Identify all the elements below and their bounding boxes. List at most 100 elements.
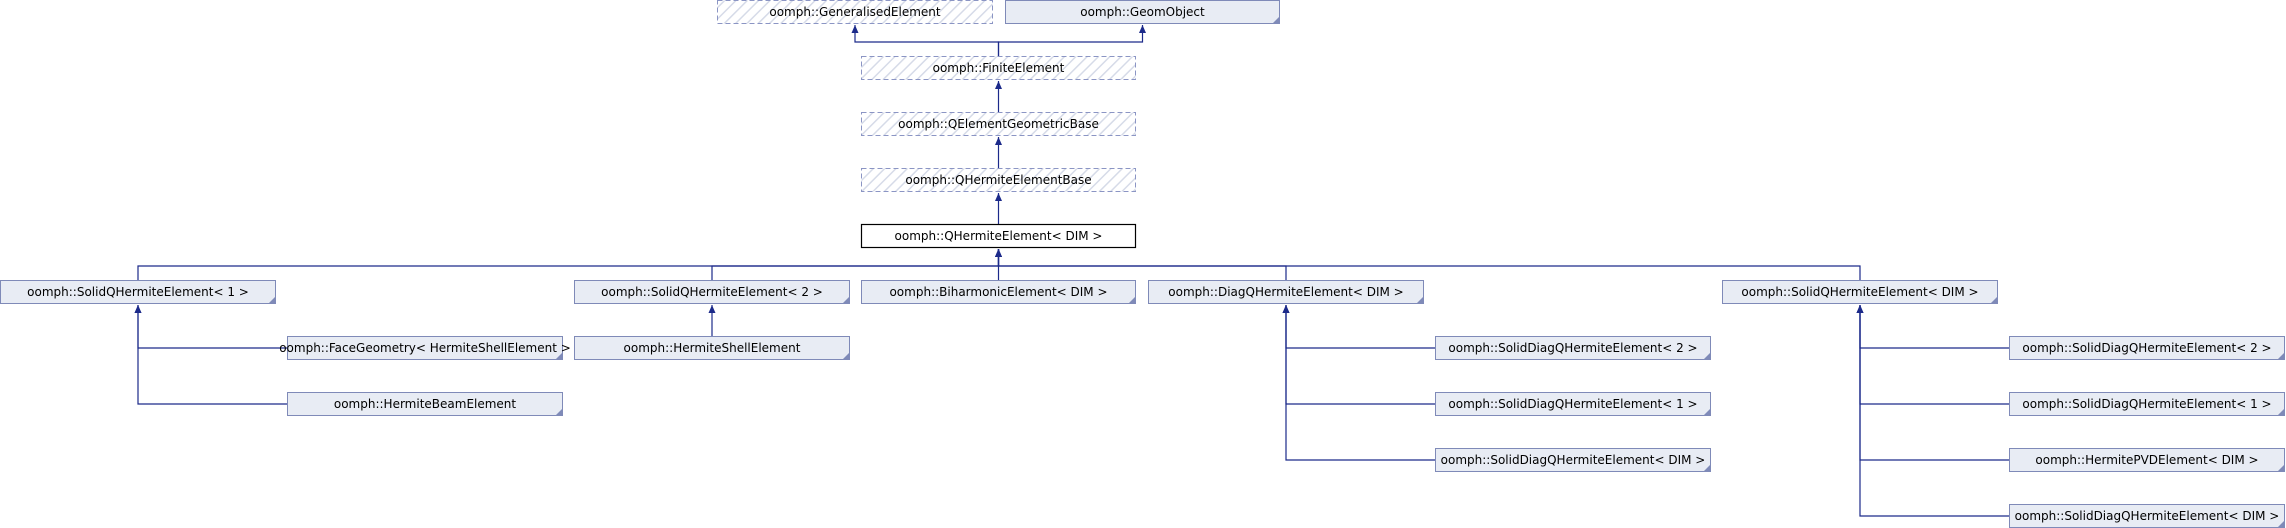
class-box[interactable] [574,336,850,360]
class-box[interactable] [1005,0,1280,24]
class-label[interactable]: oomph::DiagQHermiteElement< DIM > [1168,285,1403,299]
class-box[interactable] [287,392,563,416]
edge-line [137,305,287,349]
edge-arrowhead [1139,25,1146,33]
edge-line [1285,305,1435,349]
edge-line [1285,305,1435,405]
class-node-diag[interactable]: oomph::DiagQHermiteElement< DIM > [1148,280,1424,304]
edge-line [1285,305,1435,461]
class-label[interactable]: oomph::BiharmonicElement< DIM > [889,285,1107,299]
class-node-sdiag1a[interactable]: oomph::SolidDiagQHermiteElement< 1 > [1435,392,1711,416]
class-box[interactable] [861,112,1136,136]
class-node-qgeom[interactable]: oomph::QElementGeometricBase [861,112,1136,136]
box-fold-corner [556,409,562,415]
class-box[interactable] [1722,280,1998,304]
inheritance-edge [134,305,287,349]
class-box[interactable] [2009,336,2285,360]
class-node-sdiagdimb[interactable]: oomph::SolidDiagQHermiteElement< DIM > [2009,504,2285,528]
inheritance-edge [1856,305,2009,349]
class-node-sdiag1b[interactable]: oomph::SolidDiagQHermiteElement< 1 > [2009,392,2285,416]
box-fold-corner [843,297,849,303]
class-node-finite[interactable]: oomph::FiniteElement [861,56,1136,80]
class-box[interactable] [1435,392,1711,416]
class-node-biharm[interactable]: oomph::BiharmonicElement< DIM > [861,280,1136,304]
class-box[interactable] [2009,392,2285,416]
box-fold-corner [1704,409,1710,415]
edge-line [1859,305,2009,349]
class-node-facegeom[interactable]: oomph::FaceGeometry< HermiteShellElement… [279,336,571,360]
inheritance-edge [997,25,1146,56]
box-fold-corner [556,353,562,359]
edges-layer [134,25,2009,517]
inheritance-edge [995,137,1002,168]
class-box[interactable] [287,336,563,360]
class-label[interactable]: oomph::SolidDiagQHermiteElement< DIM > [1441,453,1706,467]
class-node-sdiag2b[interactable]: oomph::SolidDiagQHermiteElement< 2 > [2009,336,2285,360]
class-label[interactable]: oomph::HermiteShellElement [624,341,801,355]
edge-arrowhead [995,193,1002,201]
inheritance-edge [995,81,1002,112]
class-box[interactable] [2009,448,2285,472]
class-box[interactable] [0,280,276,304]
class-box[interactable] [1148,280,1424,304]
class-node-qherm[interactable]: oomph::QHermiteElement< DIM > [860,223,1137,249]
inheritance-edge [1856,305,2009,405]
class-node-qhermbase[interactable]: oomph::QHermiteElementBase [861,168,1136,192]
class-label[interactable]: oomph::GeomObject [1080,5,1205,19]
inheritance-edge [995,249,1287,280]
class-label[interactable]: oomph::QElementGeometricBase [898,117,1099,131]
box-fold-corner [1129,297,1135,303]
inheritance-edge [711,249,1002,280]
class-label[interactable]: oomph::SolidDiagQHermiteElement< 2 > [2022,341,2271,355]
edge-line [137,249,1000,280]
class-box[interactable] [1435,336,1711,360]
class-node-generalised[interactable]: oomph::GeneralisedElement [717,0,993,24]
class-node-geomobject[interactable]: oomph::GeomObject [1005,0,1280,24]
class-label[interactable]: oomph::SolidQHermiteElement< DIM > [1741,285,1978,299]
class-box[interactable] [861,56,1136,80]
class-node-sdiag2a[interactable]: oomph::SolidDiagQHermiteElement< 2 > [1435,336,1711,360]
class-box[interactable] [861,168,1136,192]
class-label[interactable]: oomph::SolidDiagQHermiteElement< 1 > [2022,397,2271,411]
edge-arrowhead [995,137,1002,145]
box-fold-corner [843,353,849,359]
box-fold-corner [2278,521,2284,527]
box-fold-corner [1991,297,1997,303]
class-label[interactable]: oomph::FaceGeometry< HermiteShellElement… [279,341,571,355]
class-label[interactable]: oomph::HermitePVDElement< DIM > [2035,453,2258,467]
box-fold-corner [1273,17,1279,23]
class-label[interactable]: oomph::HermiteBeamElement [334,397,517,411]
class-label[interactable]: oomph::GeneralisedElement [769,5,941,19]
box-fold-corner [1417,297,1423,303]
inheritance-edge [995,193,1002,224]
inheritance-edge [1282,305,1435,349]
class-box[interactable] [1435,448,1711,472]
class-box[interactable] [861,280,1136,304]
class-label[interactable]: oomph::QHermiteElementBase [905,173,1091,187]
class-label[interactable]: oomph::SolidQHermiteElement< 1 > [27,285,249,299]
edge-line [997,25,1144,56]
class-box[interactable] [574,280,850,304]
class-node-soliddim[interactable]: oomph::SolidQHermiteElement< DIM > [1722,280,1998,304]
class-node-shell[interactable]: oomph::HermiteShellElement [574,336,850,360]
class-label[interactable]: oomph::SolidDiagQHermiteElement< DIM > [2015,509,2280,523]
class-node-pvd[interactable]: oomph::HermitePVDElement< DIM > [2009,448,2285,472]
class-label[interactable]: oomph::SolidQHermiteElement< 2 > [601,285,823,299]
class-node-solid1[interactable]: oomph::SolidQHermiteElement< 1 > [0,280,276,304]
class-label[interactable]: oomph::SolidDiagQHermiteElement< 1 > [1448,397,1697,411]
edge-arrowhead [708,305,716,313]
inheritance-edge [1856,305,2009,517]
class-label[interactable]: oomph::QHermiteElement< DIM > [895,229,1103,243]
edge-line [137,305,287,405]
class-label[interactable]: oomph::SolidDiagQHermiteElement< 2 > [1448,341,1697,355]
class-box[interactable] [860,223,1137,249]
class-node-solid2[interactable]: oomph::SolidQHermiteElement< 2 > [574,280,850,304]
class-node-beam[interactable]: oomph::HermiteBeamElement [287,392,563,416]
inheritance-edge [1282,305,1435,405]
edge-line [1859,305,2009,517]
class-node-sdiagdima[interactable]: oomph::SolidDiagQHermiteElement< DIM > [1435,448,1711,472]
class-label[interactable]: oomph::FiniteElement [933,61,1065,75]
class-box[interactable] [717,0,993,24]
